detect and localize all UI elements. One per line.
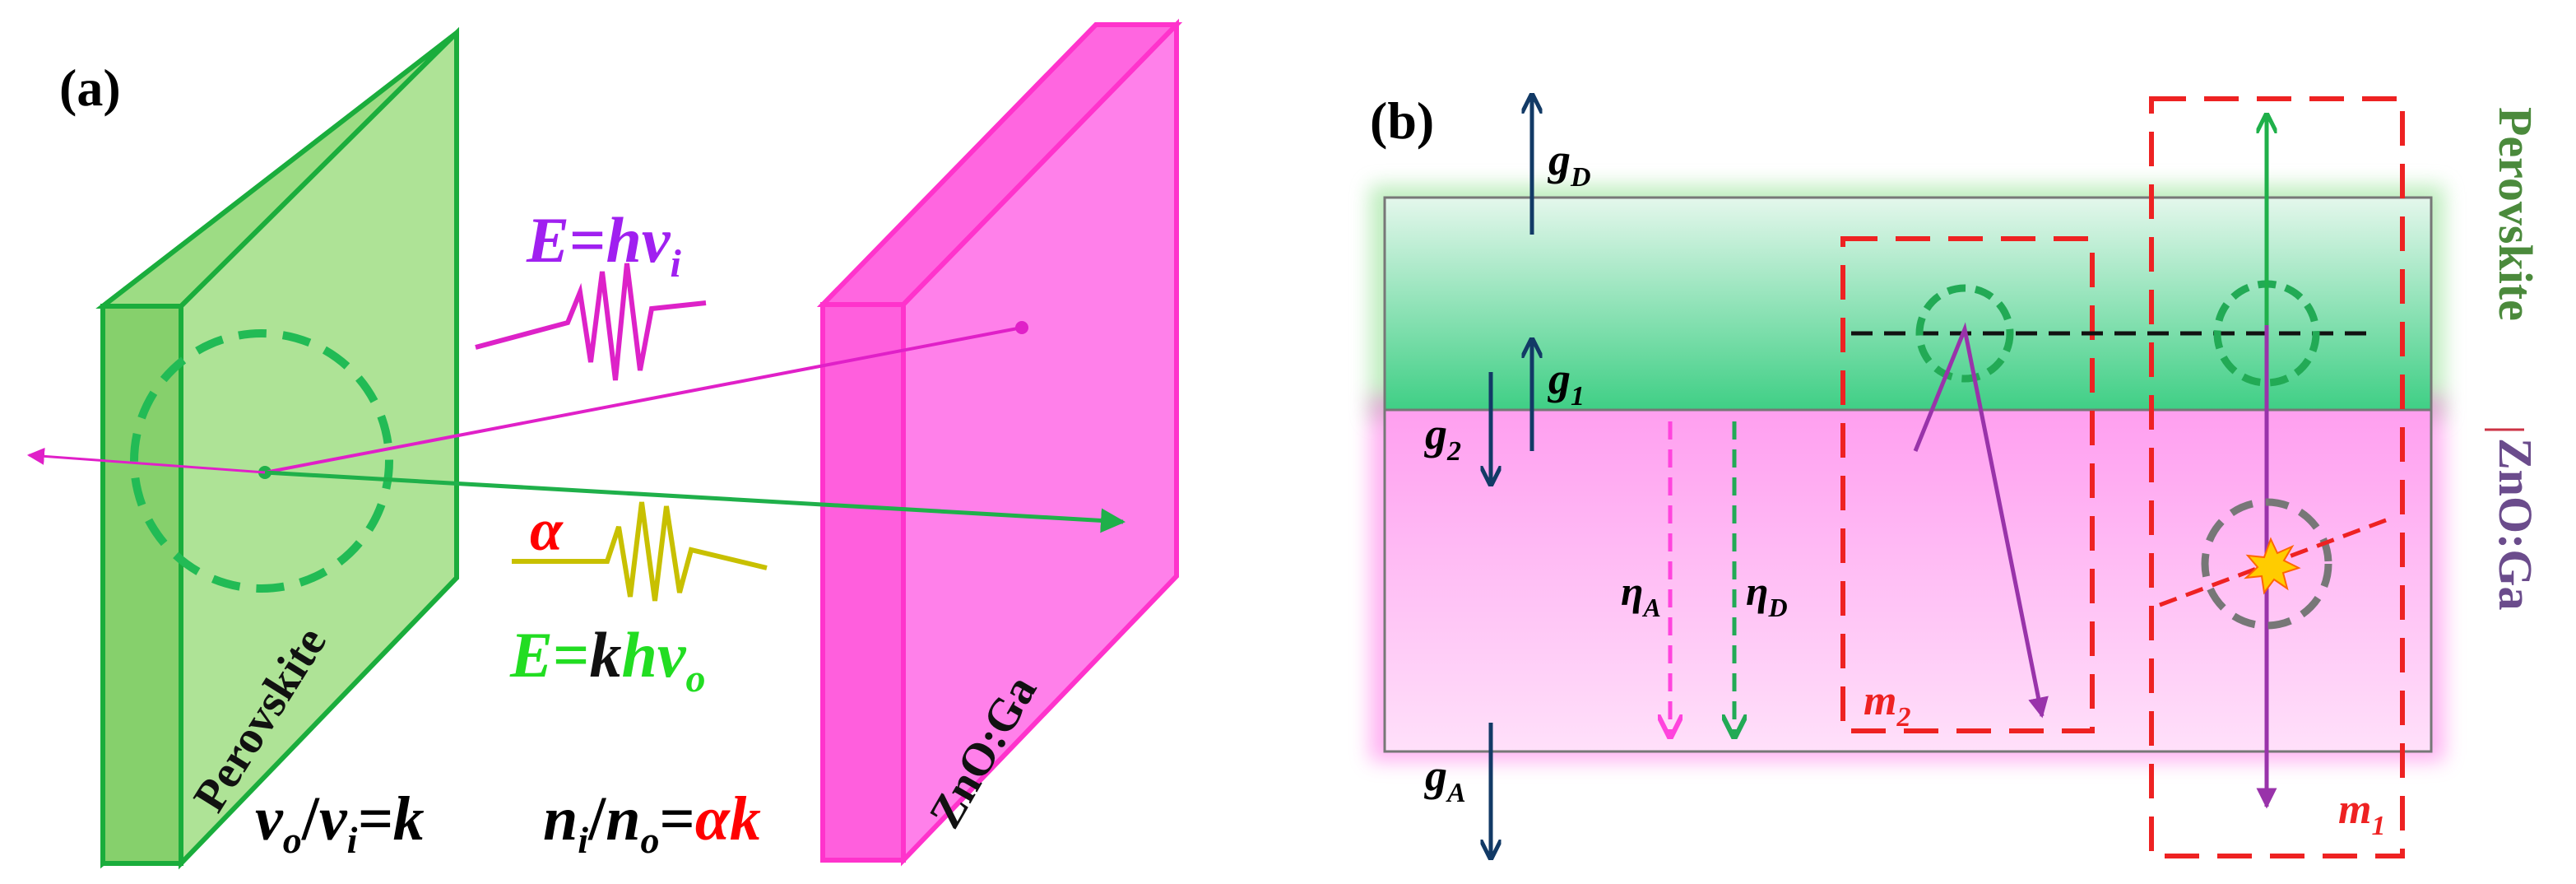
ray-origin-dot — [1015, 321, 1028, 334]
perovskite-plate-front — [179, 26, 459, 870]
side-label-zno: ZnO:Ga — [2489, 438, 2542, 611]
defect-spark-icon — [2244, 537, 2301, 595]
g-1-label: g1 — [1548, 354, 1585, 412]
perovskite-plate-side — [100, 304, 183, 866]
g-d-label: gD — [1548, 135, 1591, 193]
alpha-wave — [512, 501, 768, 602]
incident-energy-label: E=hvi — [526, 204, 682, 286]
alpha-symbol: α — [530, 497, 564, 563]
m1-label: m1 — [2338, 786, 2385, 841]
m2-emitter-circle — [1915, 284, 2014, 383]
panel-a: (a) Perovskite ZnO:Ga — [26, 18, 1183, 870]
incident-ray — [264, 326, 1023, 474]
zno-plate: ZnO:Ga — [816, 18, 1183, 867]
m2-reabsorption-path — [1913, 322, 2049, 719]
zno-plate-front — [901, 18, 1179, 867]
defect-circle — [2201, 498, 2332, 630]
emitted-energy-label: E=khvo — [509, 619, 706, 700]
panel-b: (b) gD g1 g2 gA ηA ηD m2 m1 — [1370, 91, 2542, 856]
g-2-label: g2 — [1424, 409, 1461, 467]
frequency-ratio: vo/vi=k — [255, 784, 425, 861]
device-outline — [1383, 196, 2433, 753]
panel-b-label: (b) — [1370, 91, 1434, 150]
zno-plate-side — [820, 302, 906, 863]
perovskite-plate: Perovskite — [95, 26, 459, 870]
absorption-spot-circle — [130, 329, 393, 593]
g-a-label: gA — [1424, 751, 1466, 808]
m2-box — [1840, 236, 2095, 733]
emitted-ray-arrow — [264, 470, 1126, 533]
panel-a-label: (a) — [59, 58, 121, 117]
transmitted-ray-arrow — [26, 447, 266, 474]
m1-box — [2149, 96, 2405, 858]
incident-photon-wave — [475, 263, 707, 381]
eta-d-label: ηD — [1746, 568, 1788, 622]
side-label-perovskite: Perovskite — [2489, 107, 2542, 321]
photon-number-ratio: ni/no=αk — [543, 784, 761, 861]
m2-label: m2 — [1864, 677, 1910, 733]
eta-a-label: ηA — [1621, 568, 1661, 622]
zno-layer — [1385, 410, 2431, 751]
perovskite-layer — [1385, 198, 2431, 410]
